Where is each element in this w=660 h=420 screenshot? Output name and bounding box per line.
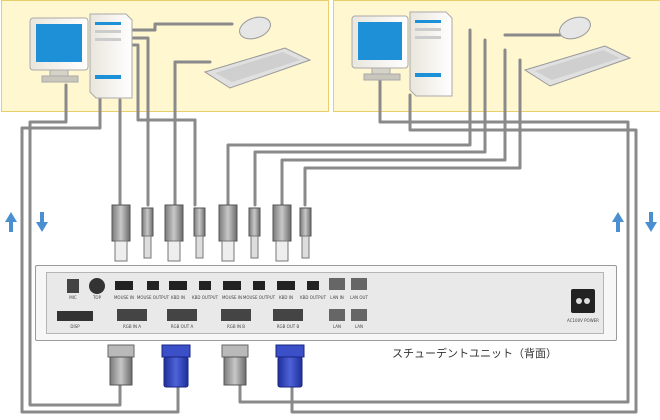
cable-right-2 bbox=[253, 38, 487, 207]
student-unit: MIC TOP MOUSE IN MOUSE OUTPUT KBD IN KBD… bbox=[35, 265, 617, 341]
unit-back-panel: MIC TOP MOUSE IN MOUSE OUTPUT KBD IN KBD… bbox=[46, 272, 604, 334]
vga-port bbox=[273, 309, 303, 321]
usb-port bbox=[115, 281, 133, 290]
port-label: RGB OUT B bbox=[276, 324, 300, 329]
port-label: MOUSE IN bbox=[221, 295, 243, 300]
cable-vga-right-1 bbox=[238, 78, 630, 404]
plug-row bbox=[111, 204, 312, 262]
right-keyboard bbox=[523, 45, 632, 87]
right-monitor bbox=[351, 15, 409, 81]
usb-port bbox=[169, 281, 187, 290]
port-label: LAN OUT bbox=[350, 295, 368, 300]
left-monitor bbox=[29, 17, 89, 83]
port-label: MOUSE OUTPUT bbox=[136, 295, 170, 300]
lan-port bbox=[329, 278, 345, 290]
port-label: MOUSE OUTPUT bbox=[242, 295, 276, 300]
port-label: TOP bbox=[92, 295, 101, 300]
cable-left-pc-1 bbox=[126, 36, 150, 207]
port-label: KBD OUTPUT bbox=[191, 295, 219, 300]
port-label: KBD IN bbox=[171, 295, 185, 300]
cable-group bbox=[20, 22, 638, 414]
vga-port bbox=[221, 309, 251, 321]
left-keyboard bbox=[203, 47, 312, 89]
cable-left-pc-4 bbox=[126, 43, 197, 122]
port-label: LAN IN bbox=[330, 295, 344, 300]
unit-ports bbox=[57, 278, 595, 321]
port-label: MIC bbox=[69, 295, 77, 300]
usb-port bbox=[277, 281, 295, 290]
arrow-up-icon bbox=[612, 212, 624, 232]
power-label: AC100V POWER bbox=[567, 318, 599, 323]
usb-b-port bbox=[147, 281, 159, 290]
port-label: RGB IN A bbox=[122, 324, 142, 329]
vga-port bbox=[117, 309, 147, 321]
lan-port bbox=[351, 278, 367, 290]
lan-port bbox=[329, 309, 345, 321]
dip-switch bbox=[57, 311, 93, 321]
usb-plug bbox=[218, 204, 238, 262]
vga-connector-blue bbox=[275, 344, 305, 388]
port-label: KBD IN bbox=[279, 295, 293, 300]
right-mouse bbox=[559, 16, 591, 40]
left-mouse bbox=[239, 16, 271, 40]
vga-port bbox=[167, 309, 197, 321]
cable-right-4 bbox=[303, 58, 522, 207]
left-pc-tower bbox=[89, 13, 133, 99]
port-label: RGB IN B bbox=[226, 324, 246, 329]
usb-port bbox=[223, 281, 241, 290]
arrow-down-icon bbox=[36, 212, 48, 232]
port-label: MOUSE IN bbox=[113, 295, 135, 300]
usb-plug bbox=[272, 204, 292, 262]
cable-vga-left-1 bbox=[28, 83, 122, 407]
usb-b-port bbox=[307, 281, 319, 290]
mic-port bbox=[67, 279, 79, 293]
vga-connector-gray bbox=[107, 344, 135, 386]
port-label: LAN bbox=[354, 324, 364, 329]
port-label: DISP bbox=[70, 324, 80, 329]
vga-connector-blue bbox=[161, 344, 191, 388]
ps2-plug bbox=[141, 207, 154, 259]
usb-plug bbox=[164, 204, 184, 262]
arrow-up-icon bbox=[5, 212, 17, 232]
usb-b-port bbox=[199, 281, 211, 290]
ps2-port bbox=[89, 278, 105, 294]
unit-caption: スチューデントユニット（背面） bbox=[392, 347, 557, 360]
port-label: LAN bbox=[332, 324, 342, 329]
arrow-down-icon bbox=[645, 212, 657, 232]
cable-left-mouse bbox=[126, 22, 234, 32]
port-label: KBD OUTPUT bbox=[299, 295, 327, 300]
usb-b-port bbox=[253, 281, 265, 290]
ps2-plug bbox=[193, 207, 206, 259]
right-pc-tower bbox=[409, 11, 453, 97]
power-inlet bbox=[571, 289, 595, 313]
usb-plug bbox=[111, 204, 131, 262]
ps2-plug bbox=[299, 207, 312, 259]
ps2-plug bbox=[248, 207, 261, 259]
cable-vga-left-2 bbox=[20, 93, 180, 414]
cable-right-1 bbox=[226, 28, 472, 207]
cable-vga-right-2 bbox=[290, 93, 638, 414]
vga-connector-gray bbox=[221, 344, 249, 386]
arrows bbox=[5, 212, 657, 232]
port-label: RGB OUT A bbox=[170, 324, 194, 329]
lan-port bbox=[351, 309, 367, 321]
cable-right-3 bbox=[280, 48, 507, 207]
